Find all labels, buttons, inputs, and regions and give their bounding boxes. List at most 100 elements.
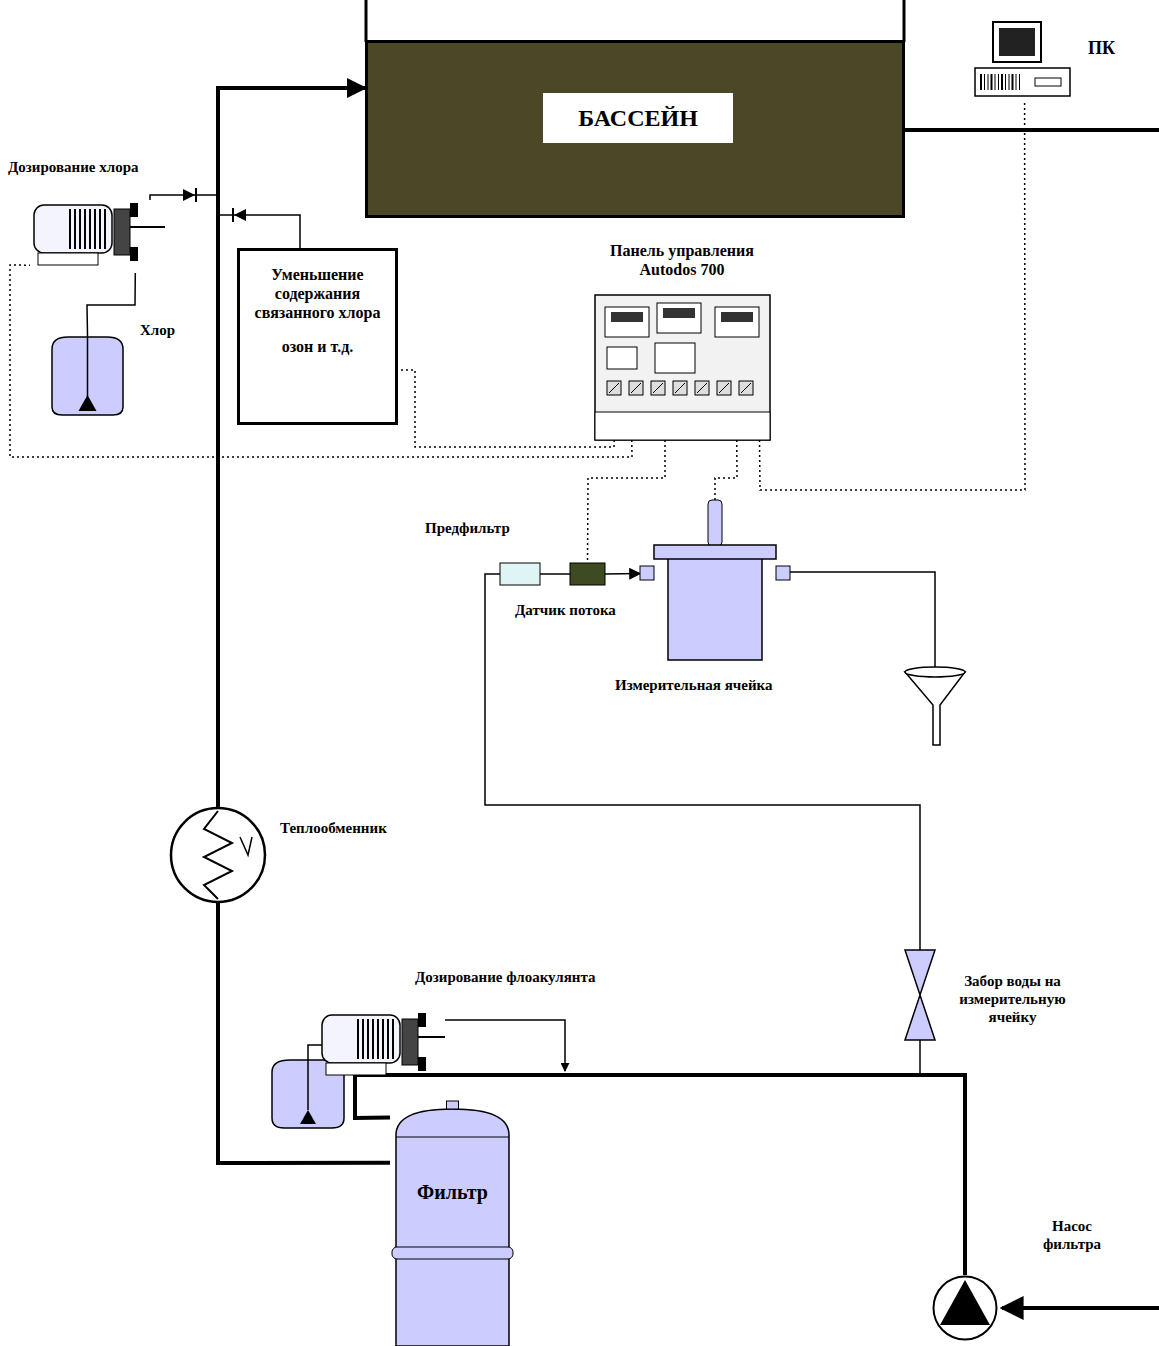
pc-drive xyxy=(1035,78,1061,86)
pump-fin xyxy=(392,1019,394,1059)
drain-funnel xyxy=(905,667,965,677)
cell-fitting xyxy=(776,566,790,580)
check-valve xyxy=(234,209,246,221)
pc-barcode xyxy=(1001,74,1003,90)
pump-foot xyxy=(326,1063,386,1075)
pc-computer-shape xyxy=(955,20,1075,102)
pump-fin xyxy=(79,209,81,249)
pump-fin xyxy=(89,209,91,249)
pc-barcode xyxy=(991,74,993,90)
pool-wall xyxy=(365,0,368,42)
pump-fin xyxy=(382,1019,384,1059)
panel-button-mark xyxy=(675,383,685,393)
panel-display-window xyxy=(663,308,695,318)
flow-sensor: Датчик потока xyxy=(570,563,605,585)
pump-inlet-pipe xyxy=(1002,1306,1159,1310)
filter-cap xyxy=(447,1101,459,1109)
node-label: Предфильтр xyxy=(425,519,510,537)
panel-button-mark xyxy=(653,383,663,393)
pump-fin xyxy=(357,1019,359,1059)
hx-circle xyxy=(171,808,265,902)
node-label: Панель управления Autodos 700 xyxy=(597,241,767,279)
pump-fin xyxy=(362,1019,364,1059)
chlorine-tank: Хлор xyxy=(50,335,125,415)
control-panel-shape xyxy=(595,295,770,440)
node-label: Дозирование хлора xyxy=(8,158,139,176)
check-valve xyxy=(183,189,195,201)
pump-nozzle xyxy=(130,226,165,228)
panel-terminal-strip xyxy=(595,412,770,440)
pc-barcode xyxy=(980,74,982,90)
pump-fin xyxy=(99,209,101,249)
cell-flange xyxy=(654,545,776,559)
node-label: Измерительная ячейка xyxy=(615,676,773,694)
node-label: Хлор xyxy=(140,321,175,339)
pump-fin xyxy=(69,209,71,249)
drain-funnel xyxy=(905,672,965,745)
flow-sensor-shape xyxy=(570,563,605,585)
panel-button-mark xyxy=(741,383,751,393)
signal-line xyxy=(398,370,614,447)
prefilter-body xyxy=(500,563,540,585)
sample-valve: Забор воды на измерительную ячейку xyxy=(905,950,935,1040)
pool-outlet-pipe xyxy=(905,128,1159,132)
pump-foot xyxy=(38,253,98,265)
pump-valve xyxy=(418,1057,426,1071)
pump-fin xyxy=(387,1019,389,1059)
flocculant-tank xyxy=(300,1110,316,1124)
pump-motor xyxy=(34,205,112,253)
panel-button-mark xyxy=(719,383,729,393)
panel-button xyxy=(739,381,753,395)
cell-electrode xyxy=(708,500,722,546)
pc-barcode xyxy=(998,74,999,90)
pump-fin xyxy=(74,209,76,249)
panel-button-mark xyxy=(631,383,641,393)
heat-exchanger-shape xyxy=(170,807,266,903)
pump-circle xyxy=(934,1277,997,1340)
flocculant-line xyxy=(445,1020,565,1071)
pc-base xyxy=(975,68,1070,96)
valve-body xyxy=(905,950,935,1040)
sample-valve-shape xyxy=(905,950,935,1040)
tank-suction xyxy=(87,335,89,397)
node-label: Дозирование флоакулянта xyxy=(415,968,595,986)
panel-indicator xyxy=(655,343,695,373)
chlorine-pump: Дозирование хлора xyxy=(30,195,165,273)
heat-exchanger: Теплообменник xyxy=(170,807,266,903)
pc-barcode xyxy=(995,74,996,90)
node-label: Забор воды на измерительную ячейку xyxy=(945,972,1080,1026)
control-panel: Панель управления Autodos 700 xyxy=(595,295,770,440)
pump-fin xyxy=(94,209,96,249)
pump-triangle xyxy=(940,1280,990,1325)
pump-valve xyxy=(130,203,138,217)
pipe-line xyxy=(540,573,570,575)
pump-fin xyxy=(377,1019,379,1059)
tank-foot-valve xyxy=(79,395,97,411)
filter-pump-shape xyxy=(932,1275,998,1341)
pump-head xyxy=(114,209,130,255)
panel-display xyxy=(605,307,649,337)
panel-display xyxy=(657,303,701,333)
filter-pump: Насос фильтра xyxy=(932,1275,998,1341)
panel-button xyxy=(651,381,665,395)
hx-coil xyxy=(240,837,252,855)
node-label: ПК xyxy=(1088,38,1115,60)
pump-valve xyxy=(130,247,138,261)
sensor-body xyxy=(570,563,605,585)
pc-barcode xyxy=(1016,74,1017,90)
pc-barcode xyxy=(988,74,989,90)
sand-filter: Фильтр xyxy=(390,1095,515,1346)
check-valve xyxy=(232,208,234,222)
pump-fin xyxy=(104,209,106,249)
chlorine-pump-shape xyxy=(30,195,165,273)
pc-barcode xyxy=(984,74,985,90)
node-label: Фильтр xyxy=(390,1180,515,1204)
measuring-cell-shape xyxy=(640,500,790,660)
filter-seam xyxy=(396,1137,509,1138)
pipe-line xyxy=(87,273,135,335)
panel-housing xyxy=(595,295,770,440)
sample-line xyxy=(919,1040,921,1075)
signal-line xyxy=(715,440,737,500)
filter-body xyxy=(396,1109,509,1346)
node-label: Теплообменник xyxy=(280,819,387,837)
